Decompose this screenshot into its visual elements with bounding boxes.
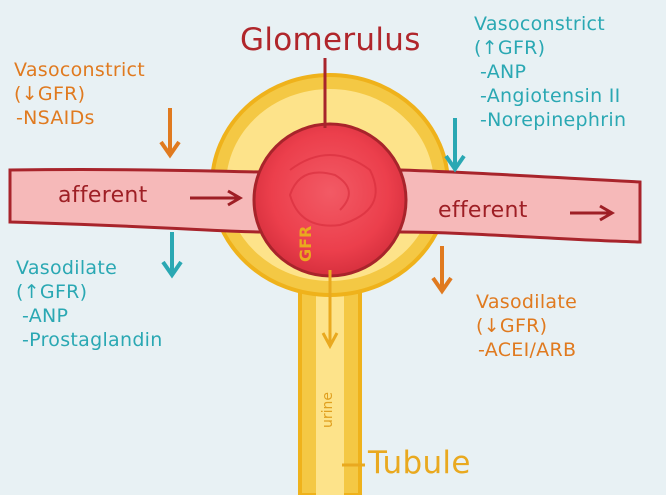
note-bottom-right: Vasodilate (↓GFR) -ACEI/ARB xyxy=(476,290,577,362)
arrow-bottom-right xyxy=(433,246,451,291)
gfr-label: GFR xyxy=(296,226,315,262)
note-item: -ANP xyxy=(16,304,163,328)
note-item: -ACEI/ARB xyxy=(476,338,577,362)
note-effect: (↑GFR) xyxy=(16,280,163,304)
afferent-label: afferent xyxy=(58,183,148,208)
efferent-label: efferent xyxy=(438,198,528,223)
arrow-top-left xyxy=(161,108,179,155)
arrow-top-right xyxy=(446,118,464,169)
diagram-title: Glomerulus xyxy=(240,22,421,58)
note-item: -Angiotensin II xyxy=(474,84,626,108)
tubule-label: Tubule xyxy=(368,445,471,481)
note-heading: Vasoconstrict xyxy=(474,12,626,36)
note-item: -NSAIDs xyxy=(14,106,145,130)
note-bottom-left: Vasodilate (↑GFR) -ANP -Prostaglandin xyxy=(16,256,163,352)
note-effect: (↑GFR) xyxy=(474,36,626,60)
note-top-left: Vasoconstrict (↓GFR) -NSAIDs xyxy=(14,58,145,130)
note-effect: (↓GFR) xyxy=(14,82,145,106)
note-item: -Norepinephrin xyxy=(474,108,626,132)
note-item: -ANP xyxy=(474,60,626,84)
note-heading: Vasoconstrict xyxy=(14,58,145,82)
note-item: -Prostaglandin xyxy=(16,328,163,352)
note-heading: Vasodilate xyxy=(476,290,577,314)
urine-label: urine xyxy=(320,392,336,428)
arrow-bottom-left xyxy=(163,232,181,275)
glomerulus-tuft xyxy=(254,124,406,276)
note-top-right: Vasoconstrict (↑GFR) -ANP -Angiotensin I… xyxy=(474,12,626,132)
note-effect: (↓GFR) xyxy=(476,314,577,338)
note-heading: Vasodilate xyxy=(16,256,163,280)
